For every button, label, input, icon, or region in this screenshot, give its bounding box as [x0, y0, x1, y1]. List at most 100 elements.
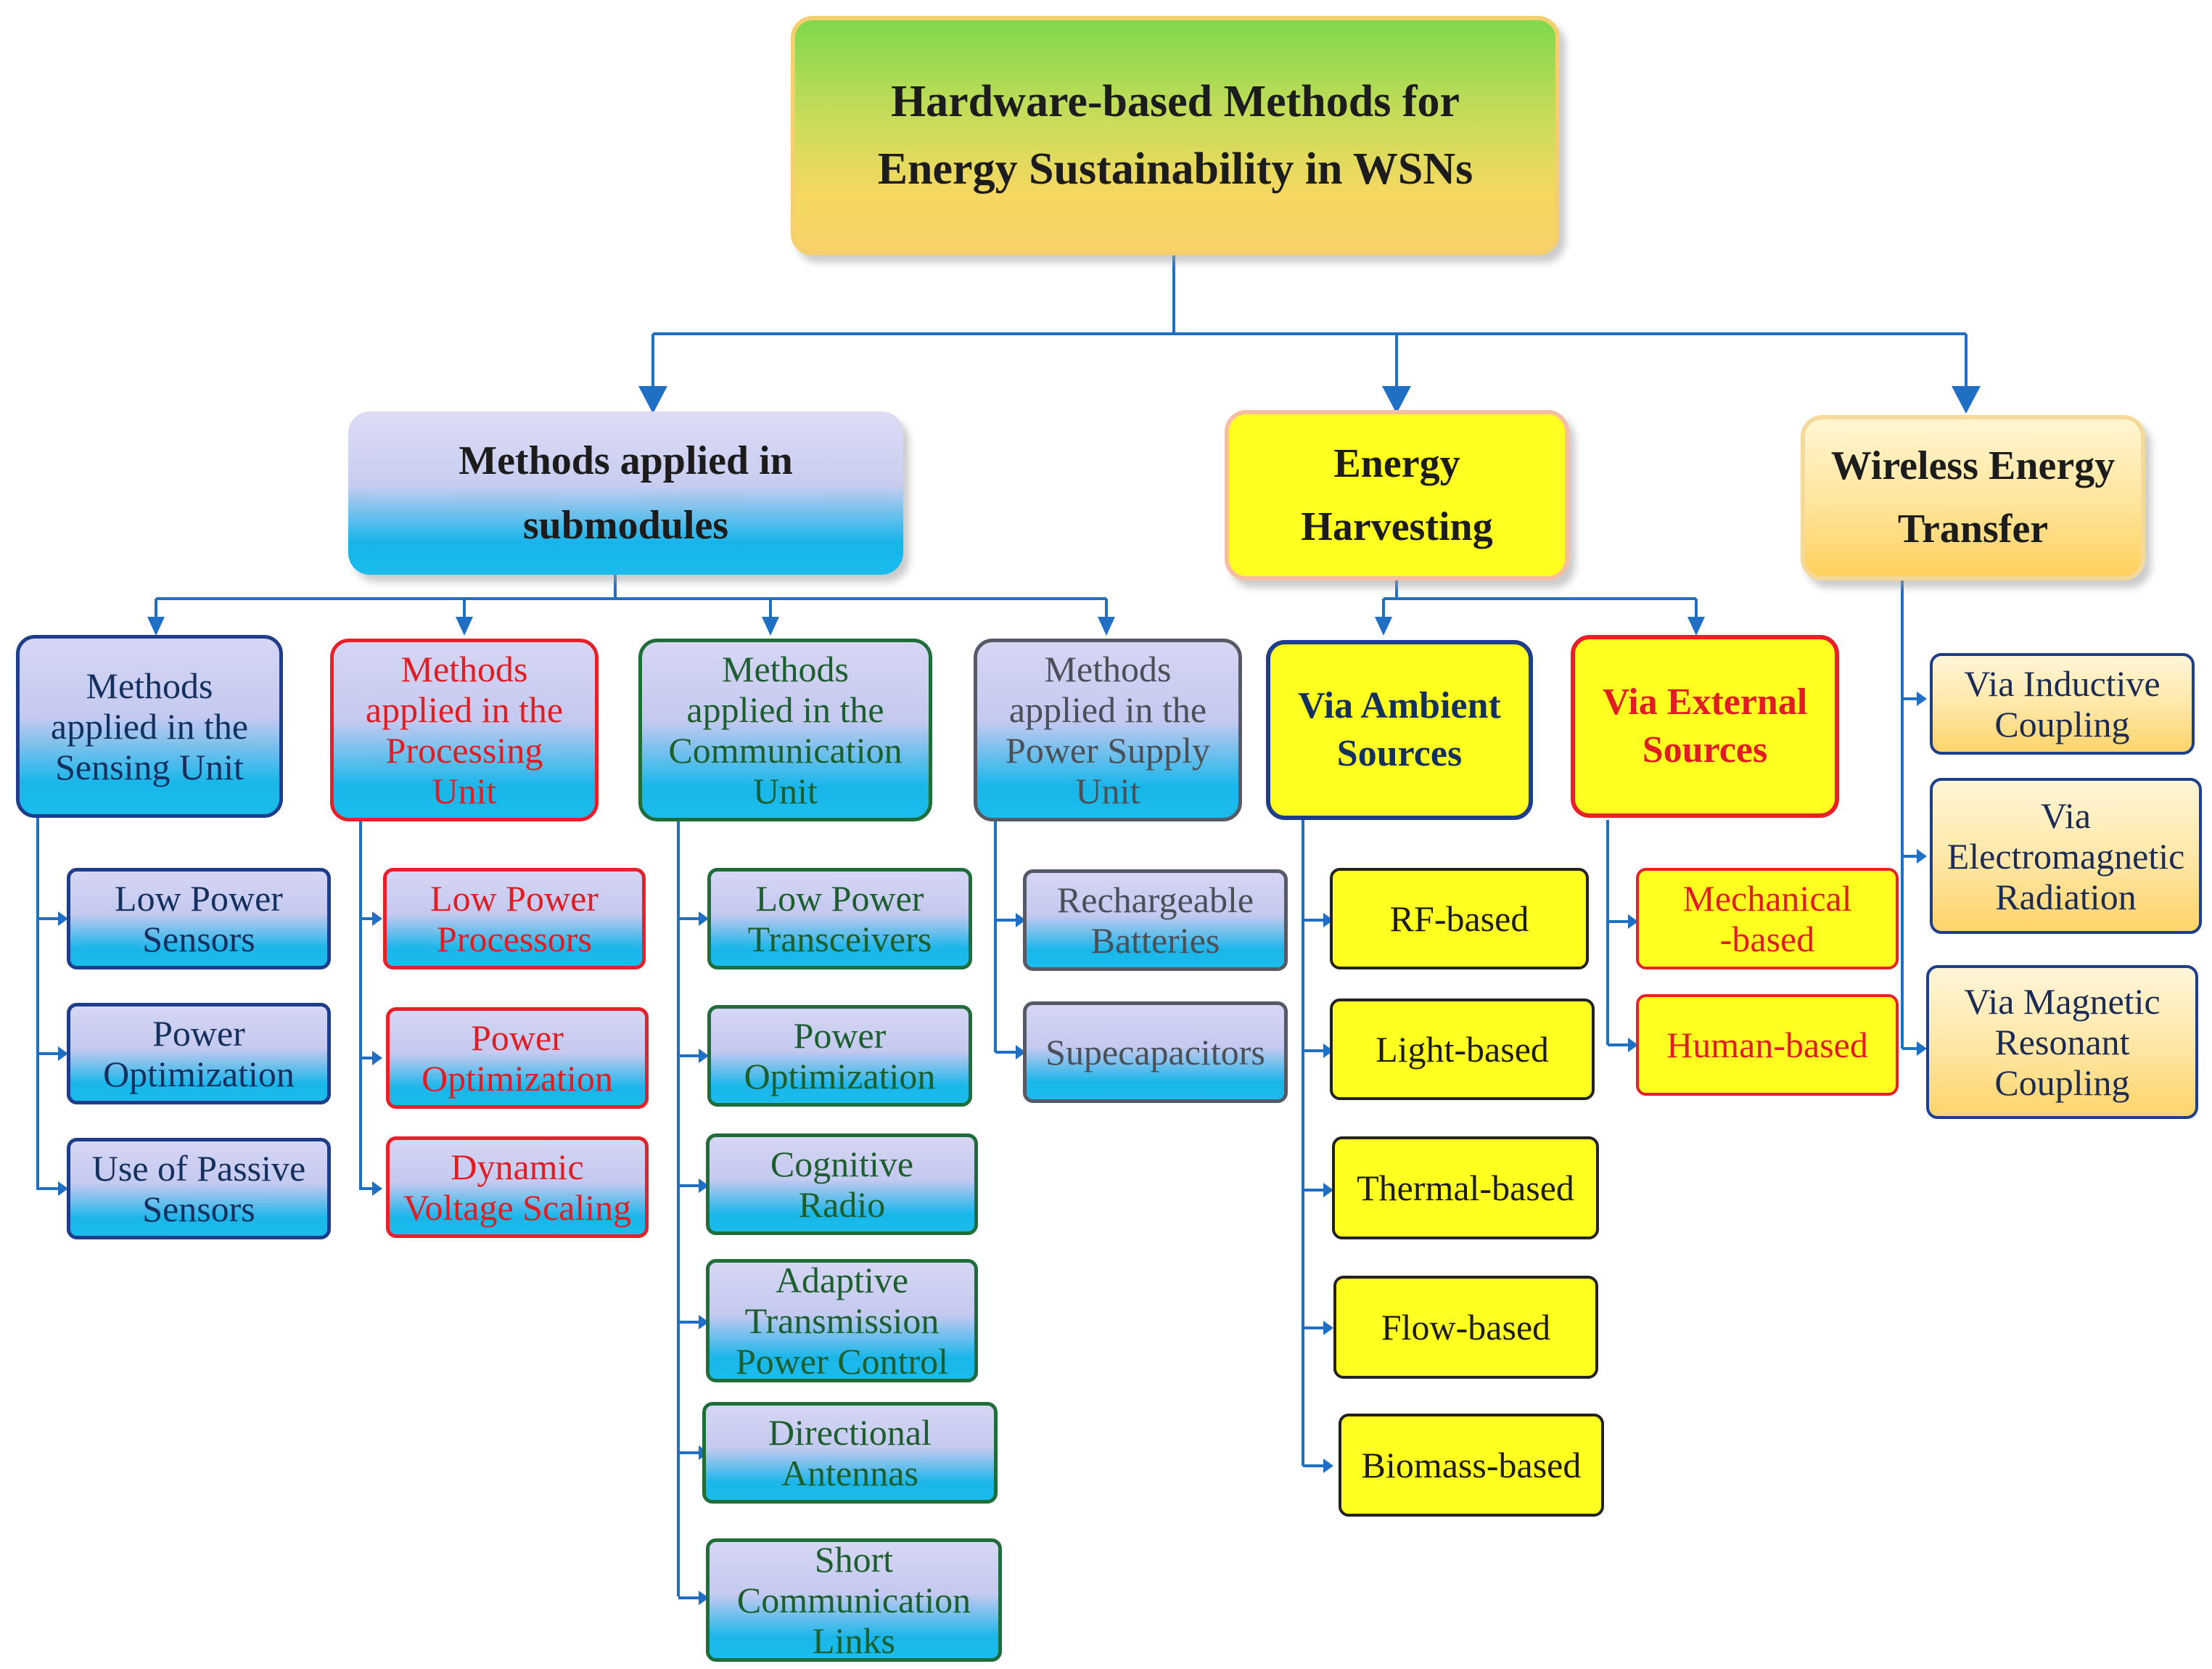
leaf-text: Power: [793, 1015, 887, 1056]
power-supply-line-3: Power Supply: [1006, 730, 1210, 771]
submodules-title-line-1: Methods applied in: [459, 438, 793, 483]
leaf-text: Radio: [798, 1184, 886, 1225]
leaf-text: Sensors: [142, 1189, 255, 1229]
arrow-to-power-supply: [1098, 617, 1115, 636]
leaf-text: Optimization: [744, 1056, 936, 1096]
sensing-line-2: applied in the: [50, 706, 249, 747]
leaf-text: Flow-based: [1381, 1307, 1551, 1348]
leaf-text: Optimization: [103, 1054, 295, 1094]
arrow-to-ambient: [1375, 617, 1392, 636]
leaf-text: Power: [152, 1013, 245, 1054]
leaf-text: Batteries: [1090, 920, 1220, 961]
leaf-text: Processors: [437, 919, 592, 959]
leaf-text: Via Magnetic: [1964, 981, 2160, 1022]
leaf-text: Resonant: [1994, 1022, 2130, 1062]
leaf-text: Human-based: [1666, 1025, 1868, 1065]
leaf-text: Via Inductive: [1964, 663, 2160, 704]
external-line-2: Sources: [1642, 729, 1768, 771]
communication-line-3: Communication: [668, 730, 903, 771]
ambient-line-1: Via Ambient: [1298, 684, 1501, 726]
leaf-text: Directional: [768, 1412, 932, 1453]
energy-harvesting-line-1: Energy: [1333, 440, 1460, 486]
leaf-text: Mechanical: [1682, 878, 1852, 919]
leaf-text: Radiation: [1995, 876, 2137, 917]
communication-unit-node: Methods applied in the Communication Uni…: [638, 639, 932, 821]
arrow-to-wireless-energy-transfer: [1952, 386, 1981, 414]
leaf-text: Transceivers: [747, 919, 932, 959]
arrow-to-submodules: [638, 386, 667, 414]
leaf-text: Dynamic: [451, 1147, 584, 1187]
energy-harvesting-line-2: Harvesting: [1301, 504, 1493, 549]
leaf-text: Use of Passive: [91, 1148, 306, 1189]
leaf-text: Electromagnetic: [1946, 835, 2185, 877]
leaf-text: Transmission: [744, 1300, 940, 1341]
processing-line-2: applied in the: [365, 689, 564, 730]
energy-harvesting-node: Energy Harvesting: [1225, 410, 1569, 581]
power-supply-line-4: Unit: [1075, 771, 1140, 811]
wet-line-2: Transfer: [1897, 507, 2049, 551]
arrow-to-processing: [456, 617, 473, 636]
power-supply-unit-node: Methods applied in the Power Supply Unit: [974, 639, 1242, 821]
leaf-biomass-based: Biomass-based: [1339, 1414, 1604, 1517]
leaf-text: Low Power: [755, 878, 924, 919]
sensing-line-1: Methods: [86, 665, 213, 706]
wireless-energy-transfer-node: Wireless Energy Transfer: [1801, 415, 2145, 581]
leaf-text: Coupling: [1994, 1062, 2130, 1103]
leaf-text: Antennas: [781, 1453, 918, 1493]
leaf-text: Via: [2040, 795, 2092, 836]
leaf-text: Thermal-based: [1357, 1168, 1574, 1208]
leaf-text: Power Control: [735, 1341, 949, 1382]
communication-line-1: Methods: [721, 649, 849, 689]
submodules-title-line-2: submodules: [522, 502, 729, 548]
root-title-line-1: Hardware-based Methods for: [890, 76, 1460, 126]
leaf-mechanical-based: Mechanical-based: [1636, 868, 1899, 969]
leaf-text: Low Power: [430, 878, 599, 919]
leaf-thermal-based: Thermal-based: [1332, 1136, 1599, 1239]
arrow-to-external: [1687, 617, 1705, 636]
leaf-flow-based: Flow-based: [1333, 1276, 1598, 1379]
power-supply-line-2: applied in the: [1008, 689, 1207, 730]
processing-line-3: Processing: [385, 730, 543, 771]
communication-line-4: Unit: [753, 771, 818, 811]
root-node: Hardware-based Methods for Energy Sustai…: [791, 16, 1560, 255]
wet-line-1: Wireless Energy: [1830, 443, 2116, 489]
communication-line-2: applied in the: [686, 689, 884, 730]
leaf-text: Short: [814, 1539, 894, 1580]
leaf-text: Voltage Scaling: [403, 1187, 632, 1228]
arrow-to-energy-harvesting: [1382, 386, 1411, 414]
leaf-text: Communication: [736, 1580, 971, 1620]
processing-line-1: Methods: [400, 649, 528, 689]
leaf-human-based: Human-based: [1636, 994, 1899, 1096]
external-line-1: Via External: [1602, 681, 1808, 723]
leaf-text: Coupling: [1994, 704, 2130, 745]
leaf-text: Adaptive: [775, 1260, 909, 1300]
leaf-text: Supecapacitors: [1045, 1032, 1265, 1073]
leaf-text: Low Power: [115, 878, 283, 919]
root-title-line-2: Energy Sustainability in WSNs: [877, 144, 1473, 194]
ambient-sources-node: Via Ambient Sources: [1266, 640, 1533, 820]
leaf-text: Light-based: [1376, 1029, 1549, 1070]
submodules-node: Methods applied in submodules: [348, 411, 903, 575]
leaf-text: Power: [471, 1017, 564, 1058]
power-supply-line-1: Methods: [1044, 649, 1172, 689]
leaf-rf-based: RF-based: [1330, 868, 1589, 969]
arrow-to-communication: [762, 617, 779, 636]
leaf-text: RF-based: [1389, 898, 1529, 939]
processing-unit-node: Methods applied in the Processing Unit: [330, 639, 599, 821]
leaf-text: Links: [813, 1620, 895, 1661]
leaf-text: Cognitive: [770, 1144, 914, 1184]
